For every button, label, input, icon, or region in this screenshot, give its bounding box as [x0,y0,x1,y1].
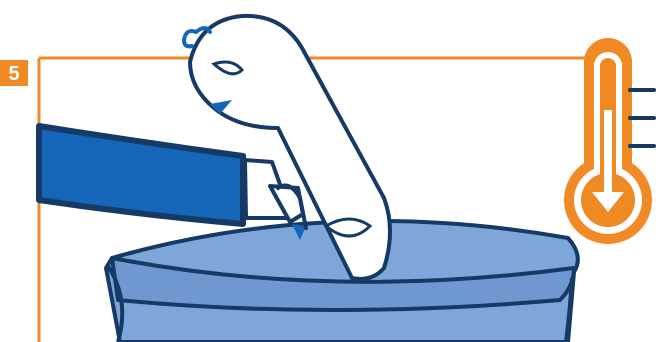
arm-sleeve [39,126,243,224]
thermometer-cold-icon [564,38,654,244]
step-badge: 5 [0,60,28,86]
step-number: 5 [8,63,19,85]
